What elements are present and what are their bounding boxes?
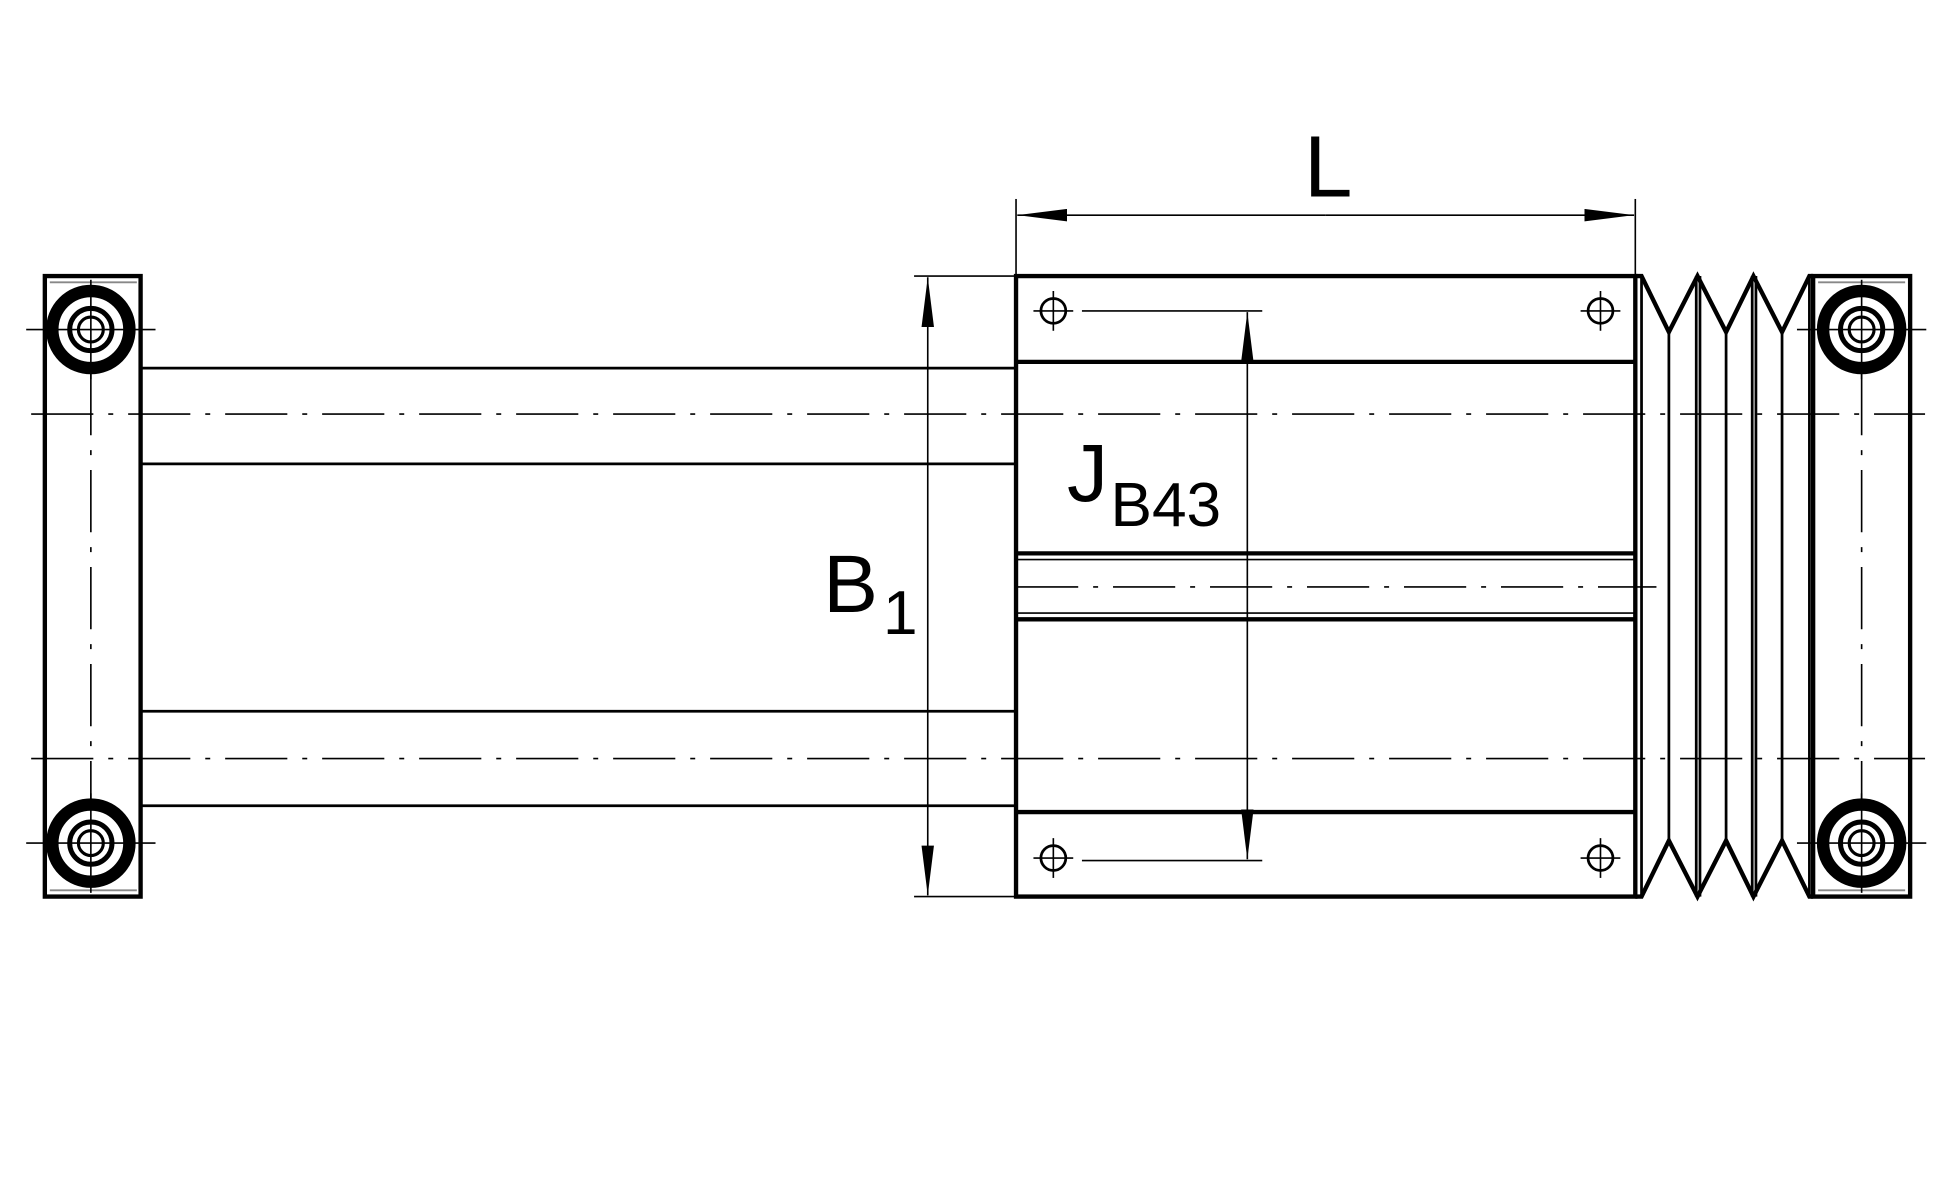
left-end-block [26, 276, 155, 897]
right-end-block [1797, 276, 1926, 897]
centerlines [31, 373, 1926, 809]
dimension-subscript-width: 1 [883, 579, 918, 648]
dimension-subscript-rail-distance: B43 [1111, 471, 1222, 540]
dimension-rail-distance: JB43 [1067, 310, 1263, 862]
dimension-label-rail-distance: J [1067, 428, 1108, 519]
dimension-width: B1 [823, 275, 1017, 898]
mounting-hole-icon [1797, 280, 1926, 379]
bellows [1635, 271, 1814, 902]
dimension-label-width: B [823, 539, 878, 630]
dimension-length: L [1015, 118, 1637, 277]
guide-rails [140, 366, 1017, 808]
dimension-label-length: L [1304, 118, 1352, 215]
mounting-hole-icon [1797, 793, 1926, 892]
carriage [1013, 273, 1638, 899]
svg-text:B1: B1 [823, 539, 917, 648]
svg-text:JB43: JB43 [1067, 428, 1221, 540]
